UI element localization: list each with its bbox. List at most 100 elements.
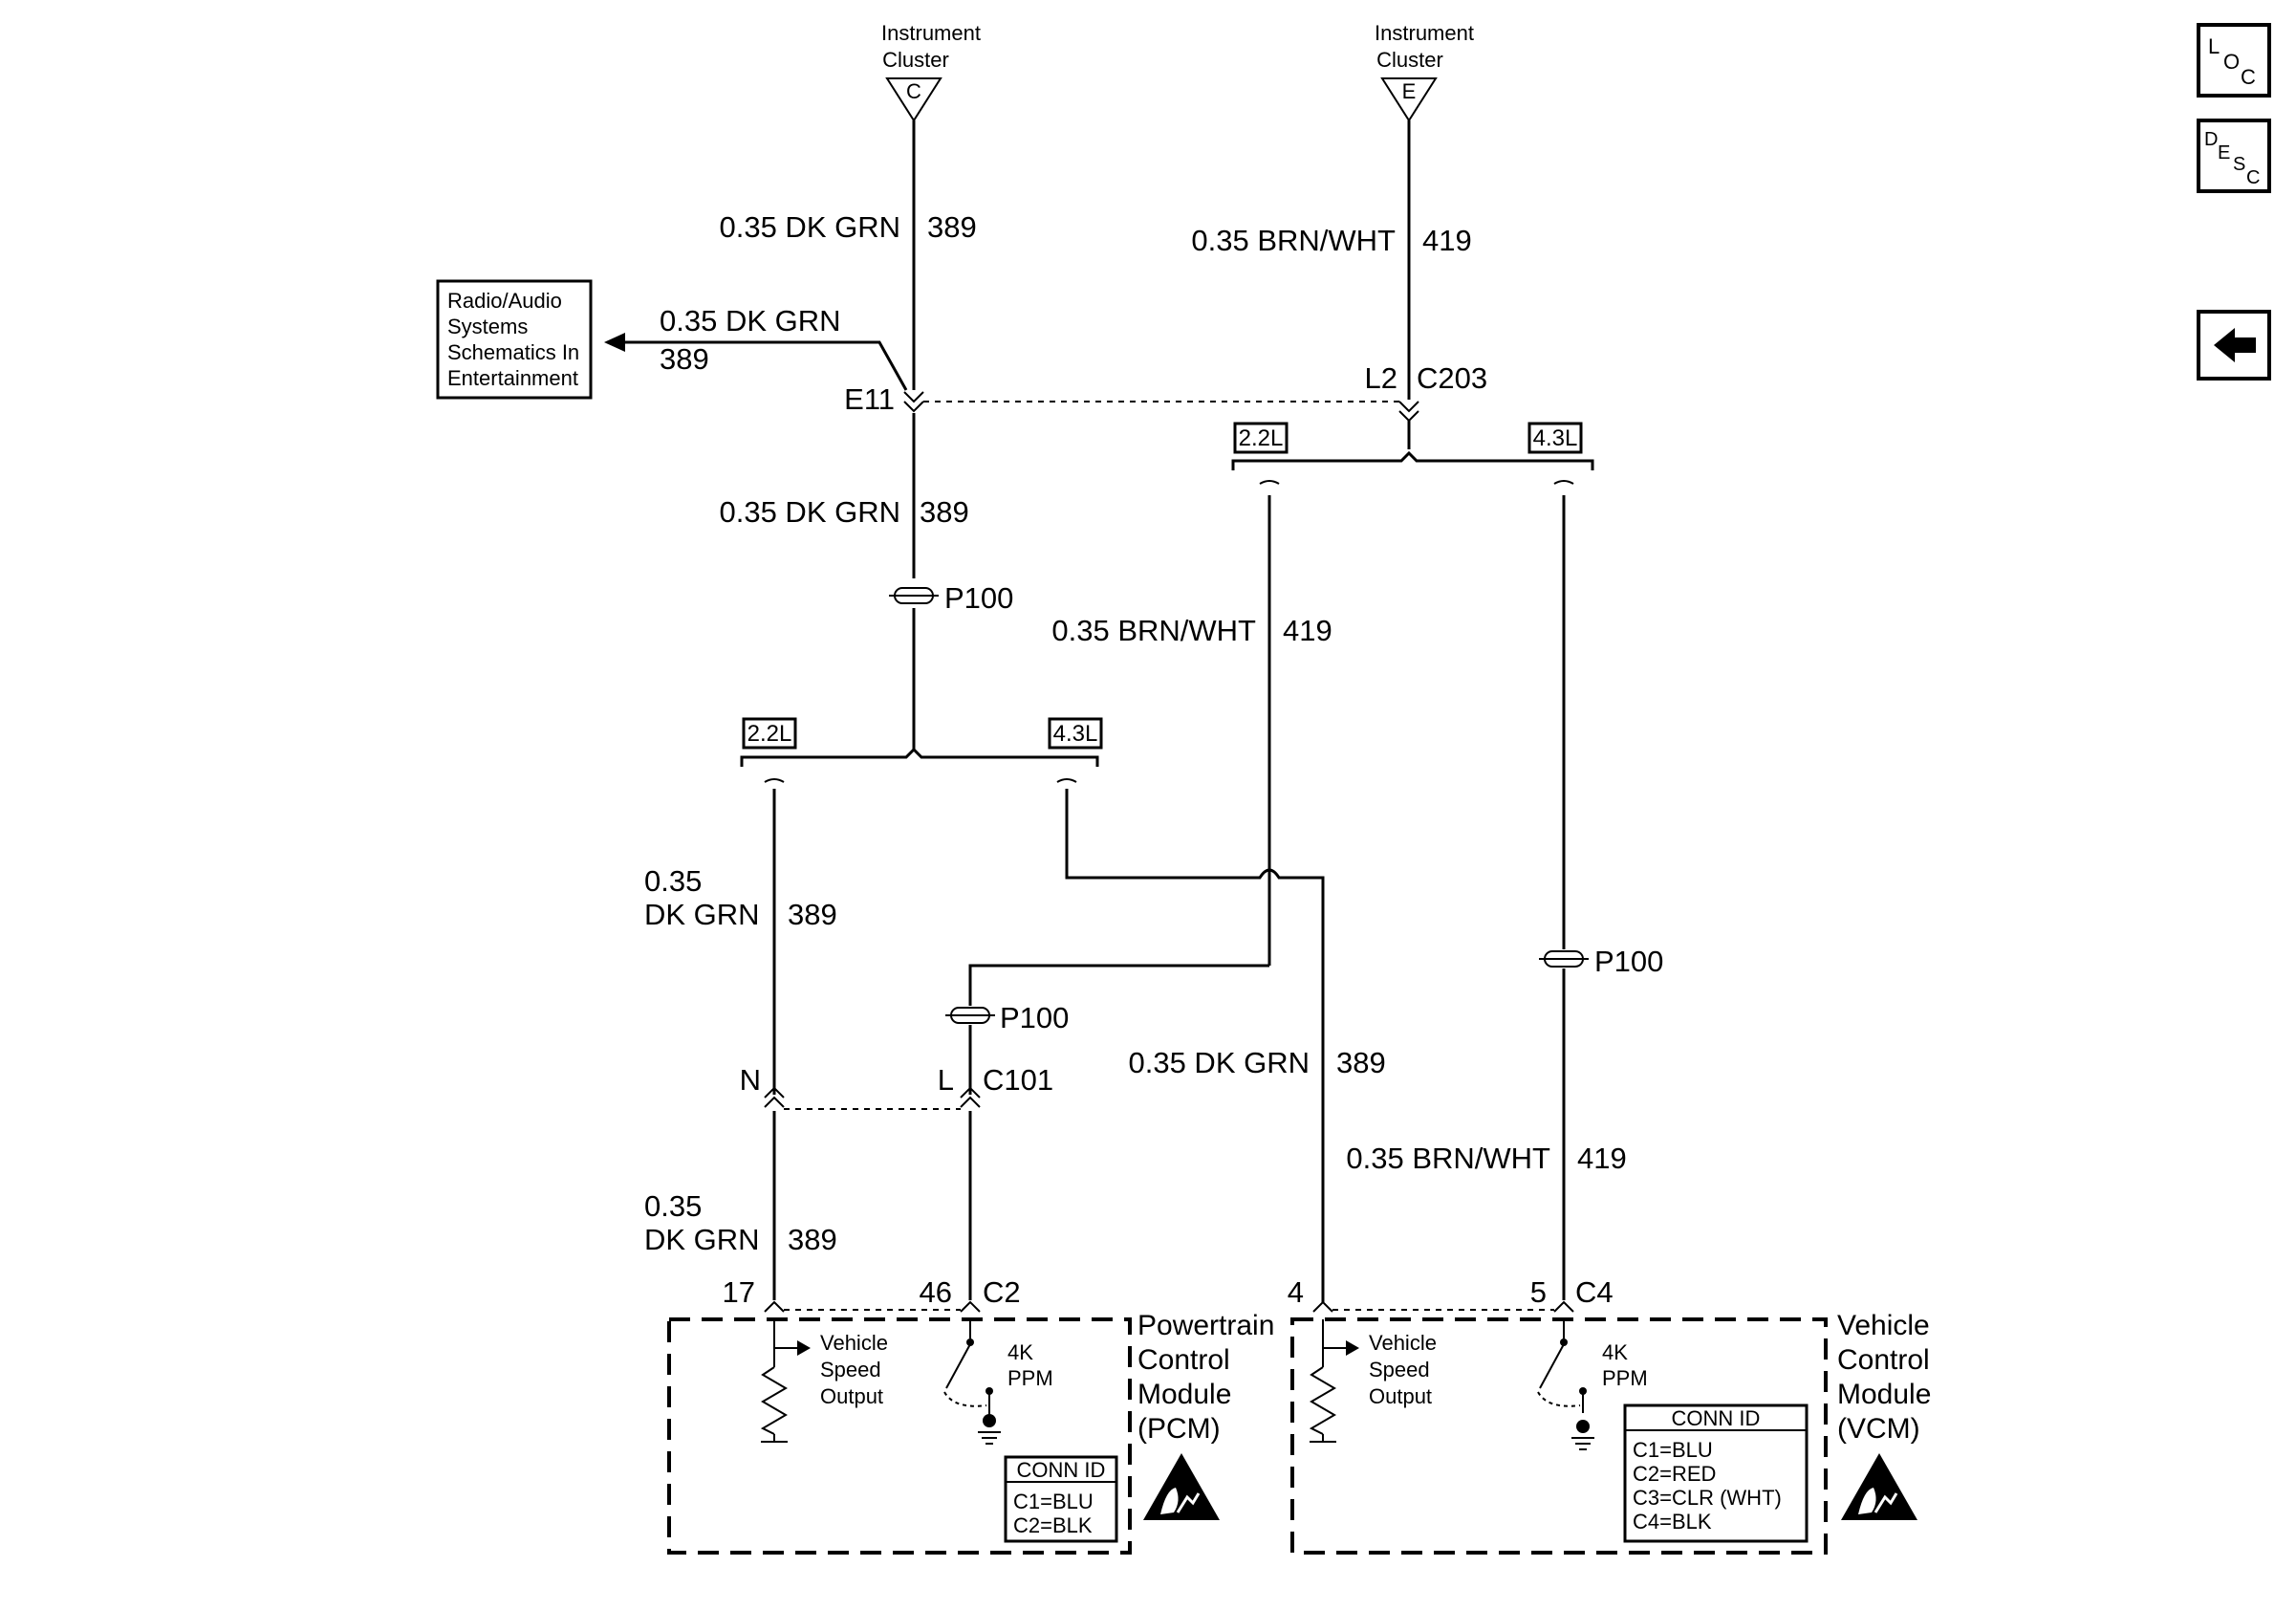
vcm-pin-5: 5	[1530, 1275, 1547, 1309]
resistor-icon	[760, 1319, 811, 1443]
connector-chevrons	[764, 391, 1574, 1313]
wire-circuit: 419	[1422, 224, 1472, 257]
connector-pin-label: C	[906, 79, 921, 103]
wire-circuit: 419	[1283, 614, 1332, 647]
vso-label: Vehicle	[1369, 1331, 1437, 1355]
arrow-left-icon	[2214, 328, 2256, 362]
pcm-module: 17 46 C2 Vehicle Speed Output	[667, 1275, 1274, 1555]
conn-id-entry: C2=BLK	[1013, 1513, 1093, 1537]
connector-l-label: L	[938, 1063, 954, 1097]
vso-label: Vehicle	[820, 1331, 888, 1355]
connector-label: P100	[1000, 1001, 1069, 1034]
wire-spec: 0.35 BRN/WHT	[1346, 1142, 1550, 1175]
ppm-label: 4K	[1602, 1340, 1628, 1364]
vso-label: Output	[1369, 1384, 1432, 1408]
connector-l2-label: L2	[1365, 361, 1397, 395]
wire-spec: 0.35 DK GRN	[719, 210, 900, 244]
wire-circuit: 389	[927, 210, 977, 244]
back-button[interactable]	[2197, 310, 2271, 381]
wire-spec: 0.35	[644, 1189, 702, 1223]
reference-text: Systems	[447, 315, 528, 338]
vso-label: Speed	[820, 1358, 881, 1382]
radio-audio-reference-box[interactable]: Radio/Audio Systems Schematics In Entert…	[436, 279, 593, 400]
arrow-left-icon	[604, 333, 625, 352]
conn-id-table: CONN ID C1=BLU C2=BLK	[1004, 1455, 1118, 1543]
desc-button[interactable]: D E S C	[2197, 119, 2271, 193]
wire-circuit: 389	[660, 342, 709, 376]
option-tag-2-2l: 2.2L	[747, 721, 792, 747]
conn-id-entry: C1=BLU	[1633, 1438, 1713, 1462]
ppm-label: 4K	[1007, 1340, 1033, 1364]
conn-id-title: CONN ID	[1017, 1458, 1106, 1482]
loc-button[interactable]: L O C	[2197, 23, 2271, 98]
vcm-title: Control	[1837, 1344, 1930, 1376]
wire-circuit: 389	[920, 495, 969, 529]
connector-names: E11 L2 C203 N L C101	[740, 361, 1488, 1097]
reference-text: Radio/Audio	[447, 289, 562, 313]
desc-button-letter: D	[2204, 129, 2218, 150]
pcm-pin-46: 46	[920, 1275, 952, 1309]
wire-circuit: 389	[788, 898, 837, 931]
inline-connector-p100: P100	[945, 1001, 1069, 1034]
desc-button-letter: C	[2246, 167, 2260, 188]
desc-button-letter: E	[2218, 142, 2230, 163]
pcm-title: Module	[1137, 1379, 1231, 1410]
connector-label: P100	[1594, 945, 1663, 978]
switch-icon	[1537, 1319, 1594, 1450]
inline-connector-p100: P100	[889, 581, 1013, 615]
wire-circuit: 419	[1577, 1142, 1627, 1175]
vcm-title: Module	[1837, 1379, 1931, 1410]
option-tag-4-3l: 4.3L	[1533, 425, 1578, 451]
loc-button-letter: L	[2208, 34, 2220, 58]
wire-labels: 0.35 DK GRN 389 0.35 BRN/WHT 419 0.35 DK…	[644, 210, 1627, 1256]
wire-spec: DK GRN	[644, 898, 760, 931]
connector-n-label: N	[740, 1063, 761, 1097]
ppm-label: PPM	[1602, 1366, 1648, 1390]
connector-triangle-icon	[885, 77, 942, 122]
inline-connector-p100: P100	[1539, 945, 1663, 978]
desc-button-letter: S	[2233, 154, 2245, 175]
vso-label: Speed	[1369, 1358, 1430, 1382]
wire-spec: 0.35 DK GRN	[660, 304, 841, 337]
wire-circuit: 389	[1336, 1046, 1386, 1079]
vcm-title: (VCM)	[1837, 1413, 1920, 1445]
reference-text: Schematics In	[447, 340, 579, 364]
connector-c203-label: C203	[1417, 361, 1487, 395]
wire-lines	[604, 120, 1594, 1302]
esd-warning-icon	[1841, 1453, 1917, 1520]
option-tags: 2.2L 4.3L 2.2L 4.3L	[742, 422, 1583, 750]
pcm-title: Powertrain	[1137, 1310, 1274, 1341]
wire-spec: 0.35 DK GRN	[1128, 1046, 1310, 1079]
vso-label: Output	[820, 1384, 883, 1408]
conn-id-table: CONN ID C1=BLU C2=RED C3=CLR (WHT) C4=BL…	[1623, 1403, 1809, 1543]
wire-circuit: 389	[788, 1223, 837, 1256]
vcm-pin-4: 4	[1288, 1275, 1304, 1309]
pcm-pin-17: 17	[723, 1275, 755, 1309]
switch-icon	[943, 1319, 1001, 1445]
pcm-connector-c2: C2	[983, 1275, 1021, 1309]
vcm-title: Vehicle	[1837, 1310, 1930, 1341]
option-tag-2-2l: 2.2L	[1239, 425, 1284, 451]
vcm-connector-c4: C4	[1575, 1275, 1614, 1309]
connector-triangle-icon	[1380, 77, 1438, 122]
connector-c101-label: C101	[983, 1063, 1053, 1097]
connector-e11-label: E11	[844, 382, 895, 416]
esd-warning-icon	[1143, 1453, 1220, 1520]
loc-button-letter: C	[2241, 65, 2256, 89]
wire-spec: 0.35 BRN/WHT	[1191, 224, 1396, 257]
option-tag-4-3l: 4.3L	[1053, 721, 1098, 747]
connector-pin-label: E	[1402, 79, 1417, 103]
instrument-cluster-title: Cluster	[1376, 48, 1443, 72]
resistor-icon	[1309, 1319, 1359, 1443]
loc-button-letter: O	[2223, 50, 2240, 74]
wire-spec: 0.35	[644, 864, 702, 898]
pcm-title: (PCM)	[1137, 1413, 1221, 1445]
conn-id-entry: C4=BLK	[1633, 1510, 1712, 1534]
wire-spec: 0.35 DK GRN	[719, 495, 900, 529]
conn-id-entry: C3=CLR (WHT)	[1633, 1486, 1782, 1510]
conn-id-entry: C1=BLU	[1013, 1490, 1094, 1513]
conn-id-title: CONN ID	[1672, 1406, 1761, 1430]
instrument-cluster-title: Instrument	[1375, 21, 1474, 45]
conn-id-entry: C2=RED	[1633, 1462, 1716, 1486]
